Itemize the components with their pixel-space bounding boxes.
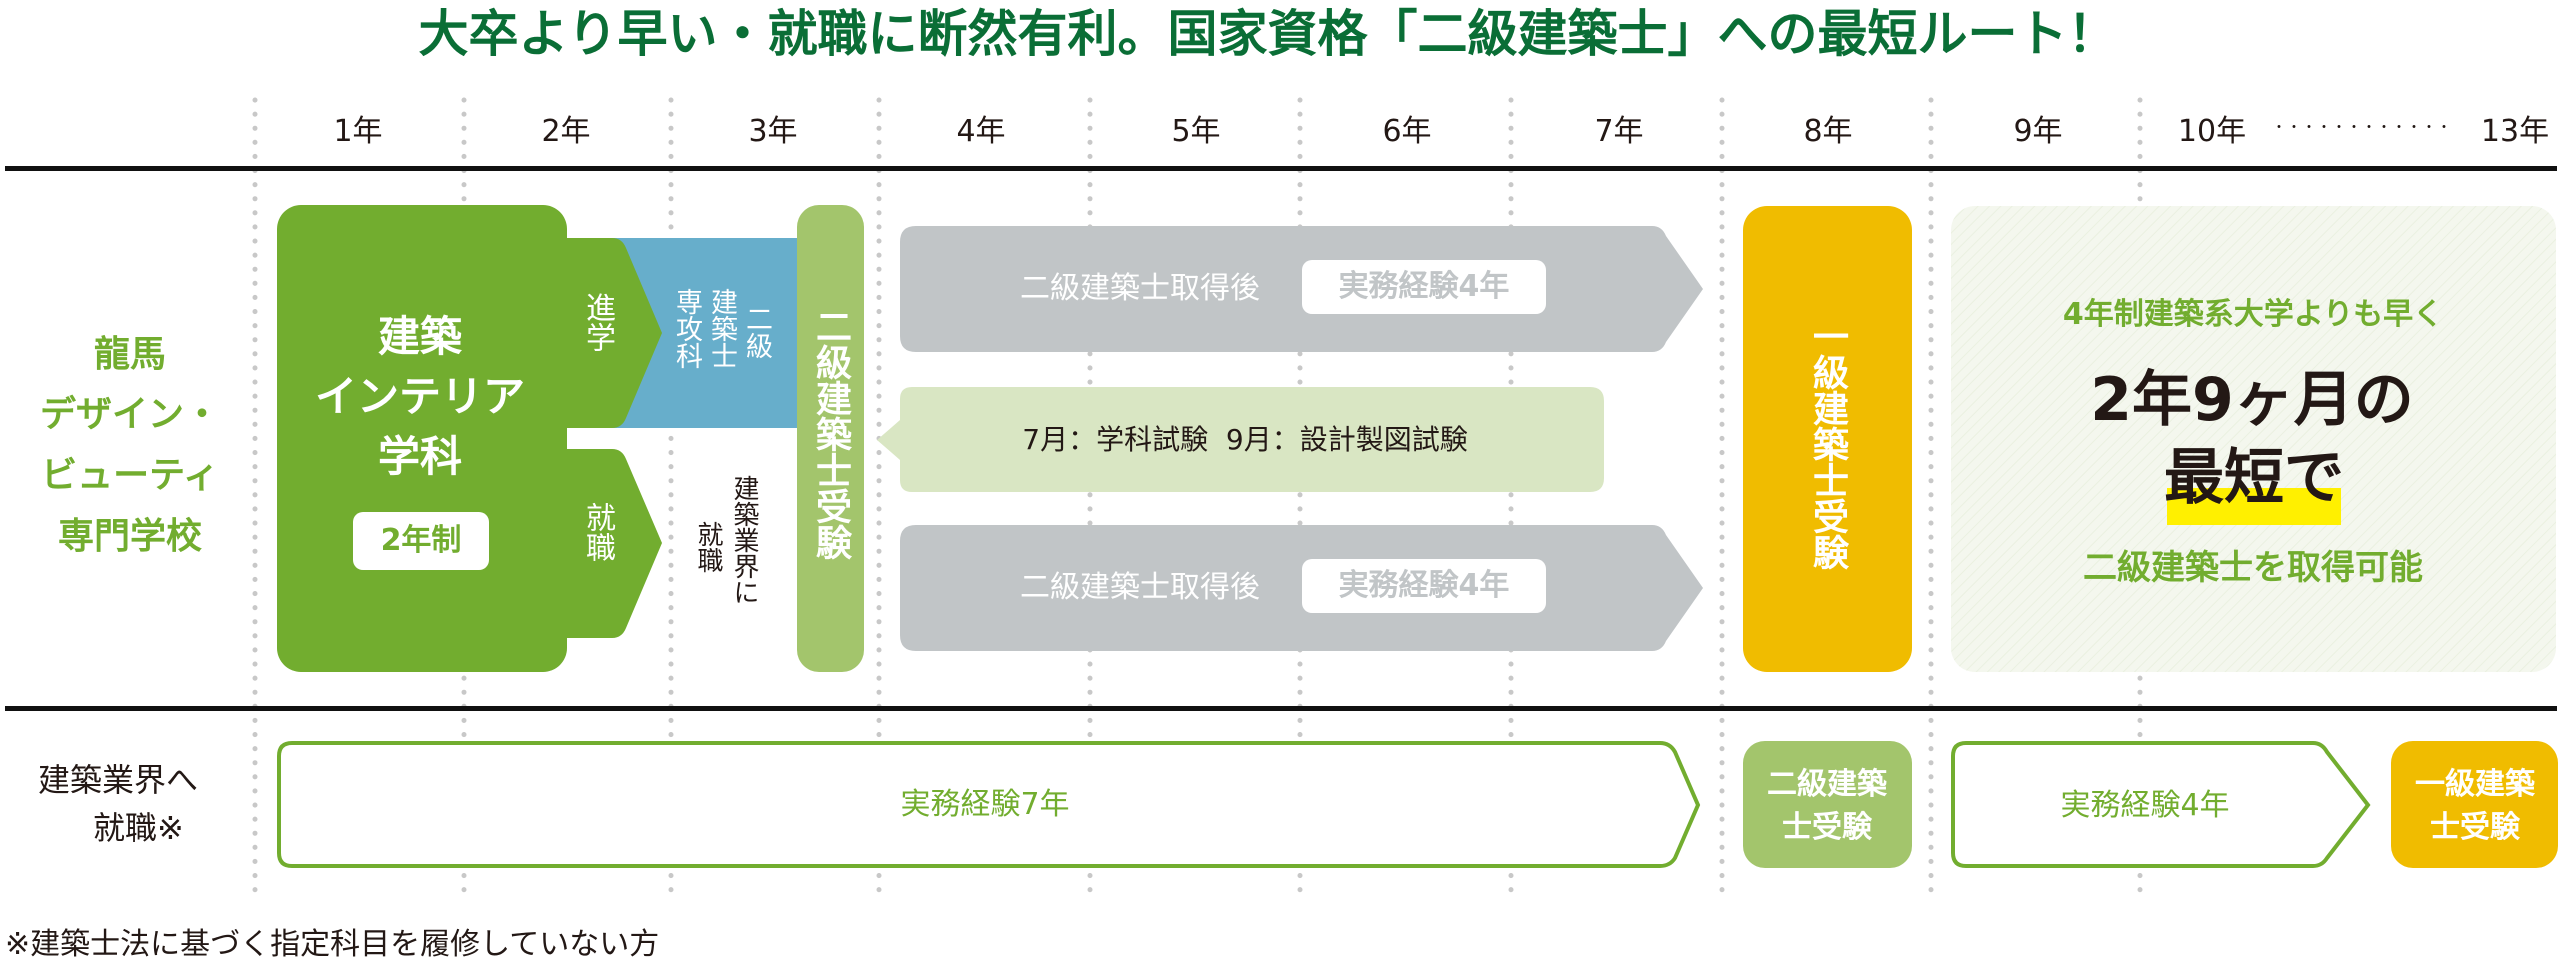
page-title: 大卒より早い・就職に断然有利。国家資格「二級建築士」への最短ルート！ [418,5,2118,63]
course-name-line: 学科 [377,432,463,481]
course-name-line: インテリア [314,372,526,421]
advance-label: 進学 [580,292,615,352]
bottom-exam1-box [2391,741,2558,868]
senkoka-col: 建築士 [706,288,737,369]
bottom-exam1-line: 一級建築 [2415,767,2535,802]
year-label: 2年 [541,114,591,149]
senkoka-col: 専攻科 [671,288,702,369]
experience-arrow-bottom [900,525,1703,651]
year-label: 13年 [2480,114,2550,149]
bottom-row-label: 建築業界へ [38,761,199,799]
year-label: 4年 [956,114,1006,149]
exam1-label: 一級建築士受験 [1807,318,1848,570]
header-rule [5,166,2557,171]
school-name-line: 専門学校 [57,516,203,557]
year-label: 5年 [1171,114,1221,149]
year-label: 7年 [1594,114,1644,149]
highlight-big-1: 2年9ヶ月の [2090,365,2414,435]
experience-arrow-top [900,226,1703,352]
experience-bar-badge: 実務経験4年 [1302,559,1546,613]
highlight-lead: 4年制建築系大学よりも早く [2062,297,2444,332]
experience4-label: 実務経験4年 [2060,788,2230,823]
year-label: 8年 [1803,114,1853,149]
bottom-exam2-line: 士受験 [1782,810,1872,845]
exam2-pill [797,205,864,672]
experience4-arrow [1951,741,2371,868]
senkoka-col: 二級 [741,305,772,359]
bottom-exam2-box [1743,741,1912,868]
exam-schedule-box [877,387,1604,492]
advance-arrow [560,238,662,428]
experience-bar-label: 二級建築士取得後 [1020,271,1260,306]
highlight-big-2: 最短で [2164,443,2344,513]
section-rule [5,706,2557,711]
employ-arrow [560,449,662,638]
experience-bar-label: 二級建築士取得後 [1020,570,1260,605]
marker-highlight [2167,488,2341,525]
bottom-row-label: 就職※ [93,809,184,847]
year-label: 10年 [2177,114,2247,149]
exam-schedule: 7月：学科試験 9月：設計製図試験 [1022,423,1468,456]
course-name-line: 建築 [377,312,463,361]
industry-col: 就職 [693,521,723,573]
duration-badge: 2年制 [353,512,489,570]
school-name-line: ビューティ [41,455,219,496]
industry-col: 建築業界に [729,475,759,605]
footnote: ※建築士法に基づく指定科目を履修していない方 [5,927,660,962]
bottom-exam2-line: 二級建築 [1767,767,1887,802]
exam2-label: 二級建築士受験 [810,308,851,560]
exam1-box [1743,206,1912,672]
school-name-line: デザイン・ [39,394,221,435]
year-label: 6年 [1382,114,1432,149]
employ-label: 就職 [580,502,615,562]
experience7-arrow [277,741,1701,868]
course-box [277,205,567,672]
bottom-exam1-line: 士受験 [2430,810,2520,845]
highlight-tail: 二級建築士を取得可能 [2083,548,2423,588]
experience-bar-badge: 実務経験4年 [1302,260,1546,314]
experience7-label: 実務経験7年 [900,787,1070,822]
year-label: 9年 [2013,114,2063,149]
highlight-box [1951,206,2556,672]
school-name-line: 龍馬 [93,334,167,375]
year-ellipsis: ・・・・・・・・・・・・ [2272,120,2452,136]
year-label: 1年 [333,114,383,149]
year-label: 3年 [748,114,798,149]
